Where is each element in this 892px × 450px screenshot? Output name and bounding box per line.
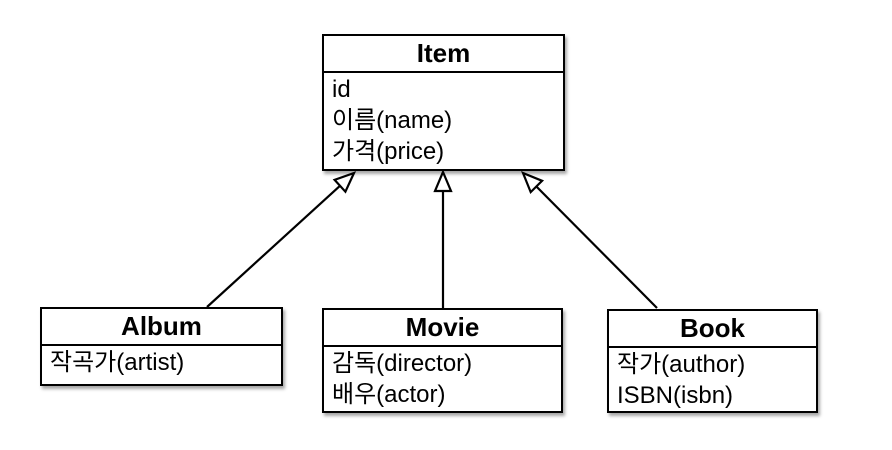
attribute-artist: 작곡가(artist) bbox=[50, 349, 185, 376]
class-album-name: Album bbox=[42, 309, 281, 346]
attribute-price: 가격(price) bbox=[332, 138, 445, 165]
arrow-book-to-item bbox=[521, 170, 658, 309]
class-album-attributes: 작곡가(artist) bbox=[42, 346, 281, 378]
attribute-director: 감독(director) bbox=[332, 350, 473, 377]
class-item-attributes: id 이름(name) 가격(price) bbox=[324, 73, 563, 167]
class-item: Item id 이름(name) 가격(price) bbox=[322, 34, 565, 171]
class-movie: Movie 감독(director) 배우(actor) bbox=[322, 308, 563, 413]
class-album: Album 작곡가(artist) bbox=[40, 307, 283, 386]
class-book: Book 작가(author) ISBN(isbn) bbox=[607, 309, 818, 413]
attribute-id: id bbox=[332, 76, 351, 103]
class-movie-name: Movie bbox=[324, 310, 561, 347]
arrow-album-to-item bbox=[206, 171, 357, 308]
arrow-movie-to-item bbox=[433, 169, 453, 308]
attribute-name: 이름(name) bbox=[332, 107, 453, 134]
attribute-author: 작가(author) bbox=[617, 351, 746, 378]
class-book-name: Book bbox=[609, 311, 816, 348]
class-item-name: Item bbox=[324, 36, 563, 73]
class-movie-attributes: 감독(director) 배우(actor) bbox=[324, 347, 561, 410]
attribute-isbn: ISBN(isbn) bbox=[617, 382, 734, 409]
attribute-actor: 배우(actor) bbox=[332, 381, 446, 408]
class-book-attributes: 작가(author) ISBN(isbn) bbox=[609, 348, 816, 411]
